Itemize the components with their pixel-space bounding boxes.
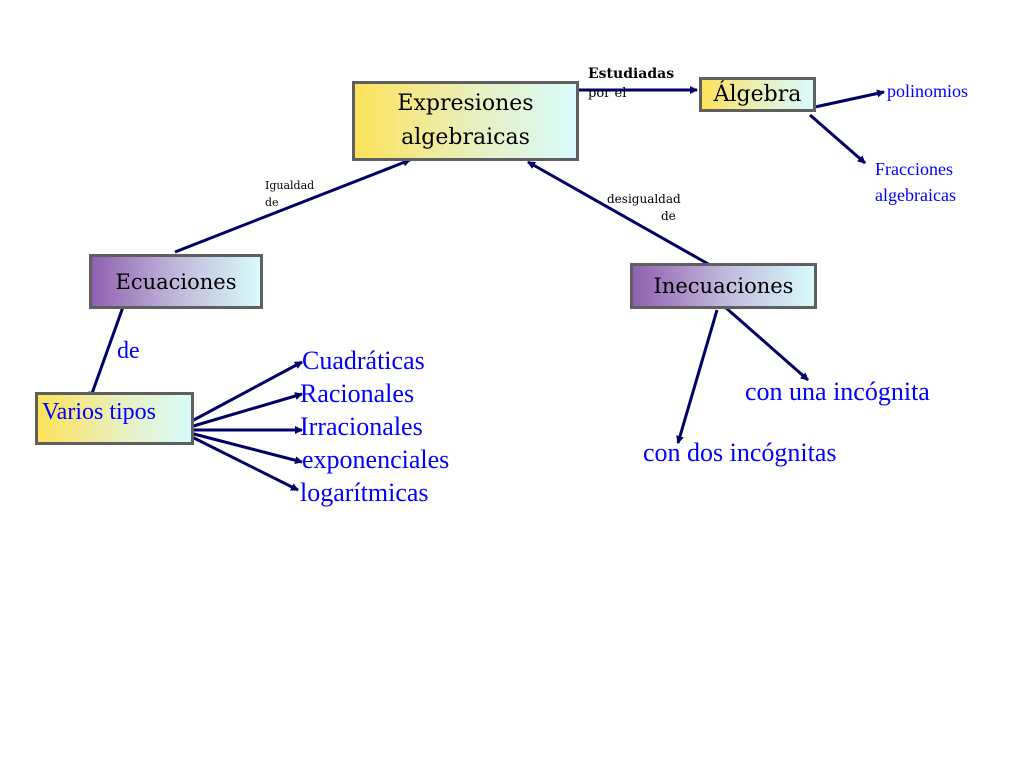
arrow-dos-incognitas [676, 309, 719, 444]
link-text: de [265, 196, 279, 209]
link-label-de: de [117, 338, 140, 364]
arrow-racionales [189, 392, 303, 429]
concept-fracciones-algebraicas: Fracciones algebraicas [875, 156, 956, 208]
tipo-item: Cuadráticas [302, 346, 425, 375]
node-label: Inecuaciones [653, 274, 794, 298]
arrow-algebra-polinomios [814, 89, 885, 109]
link-label-igualdad: Igualdad de [265, 177, 314, 211]
concept-una-incognita: con una incógnita [745, 377, 930, 406]
link-label-estudiadas: Estudiadas por el [588, 64, 674, 104]
tipos-list: Cuadráticas Racionales Irracionales expo… [300, 344, 449, 509]
node-varios-tipos: Varios tipos [35, 392, 194, 445]
node-algebra: Álgebra [699, 77, 816, 112]
tipo-item: Irracionales [300, 412, 423, 441]
tipo-item: logarítmicas [300, 478, 429, 507]
arrow-logaritmicas [189, 434, 299, 492]
node-label: Ecuaciones [115, 269, 237, 294]
link-label-desigualdad: desigualdad de [607, 191, 681, 225]
arrow-ecuaciones-varios [88, 306, 125, 400]
arrow-inecuaciones-expresiones [527, 160, 711, 267]
link-text: de [661, 209, 676, 223]
arrow-exponenciales [189, 431, 303, 465]
tipo-item: exponenciales [302, 445, 450, 474]
arrow-algebra-fracciones [809, 113, 866, 165]
concept-text: Fracciones [875, 159, 953, 179]
tipo-item: Racionales [300, 379, 415, 408]
node-inecuaciones: Inecuaciones [630, 263, 817, 309]
node-label: Varios tipos [42, 399, 156, 425]
link-text: Estudiadas [588, 66, 675, 82]
concept-dos-incognitas: con dos incógnitas [643, 438, 837, 467]
node-label: Álgebra [713, 82, 802, 107]
arrow-una-incognita [724, 305, 809, 382]
node-ecuaciones: Ecuaciones [89, 254, 263, 309]
link-text: desigualdad [607, 192, 681, 206]
arrow-cuadraticas [189, 360, 303, 424]
arrow-ecuaciones-expresiones [174, 158, 411, 254]
concept-text: algebraicas [875, 185, 956, 205]
link-text: por el [588, 86, 627, 101]
node-label: Expresiones algebraicas [397, 91, 534, 150]
link-text: Igualdad [265, 179, 315, 192]
node-expresiones-algebraicas: Expresiones algebraicas [352, 81, 579, 161]
concept-polinomios: polinomios [887, 81, 969, 101]
